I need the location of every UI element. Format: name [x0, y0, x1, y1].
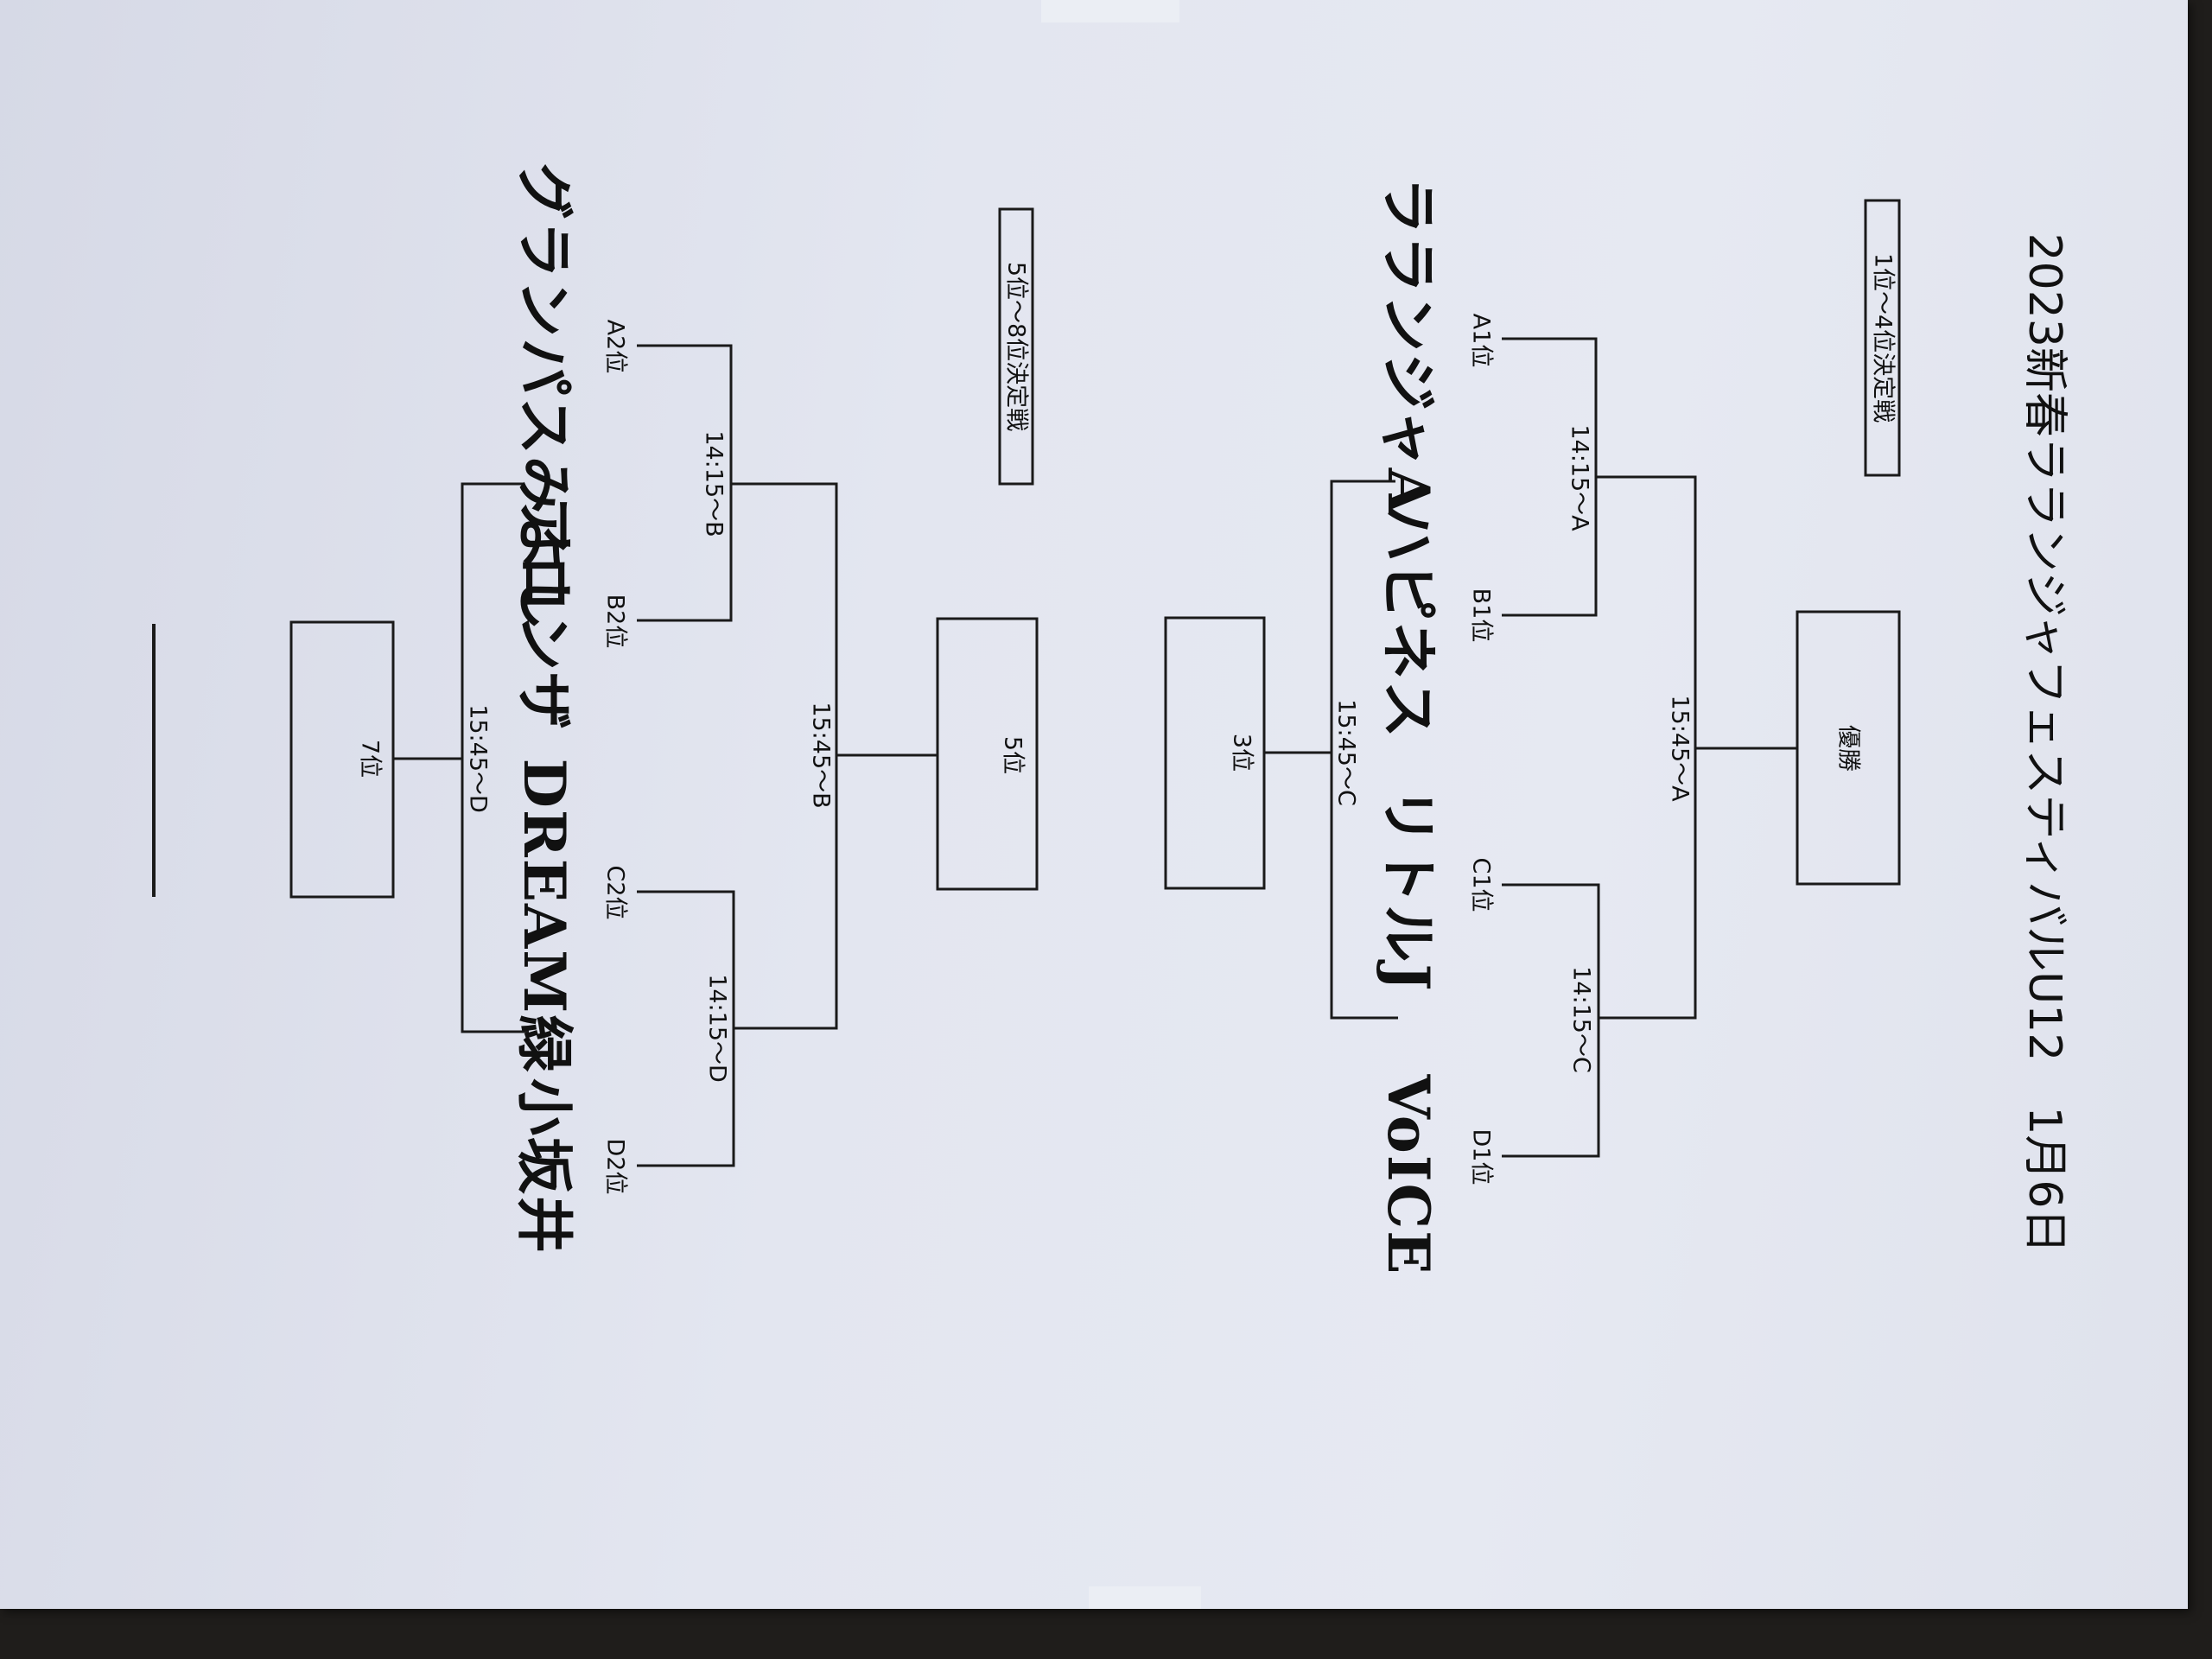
upper-heading-box — [1864, 199, 1901, 477]
tape-top — [1041, 0, 1179, 22]
paper-sheet: 2023新春ラランジャフェスティバルU12 1月6日 1位～4位決定戦 A1位 … — [0, 0, 2188, 1609]
upper-third-bracket — [1330, 480, 1398, 1020]
upper-semi-2-bracket — [1502, 883, 1600, 1158]
lower-heading-box — [998, 207, 1034, 486]
bracket-lines — [0, 0, 2188, 1609]
tape-bottom — [1089, 1586, 1201, 1609]
